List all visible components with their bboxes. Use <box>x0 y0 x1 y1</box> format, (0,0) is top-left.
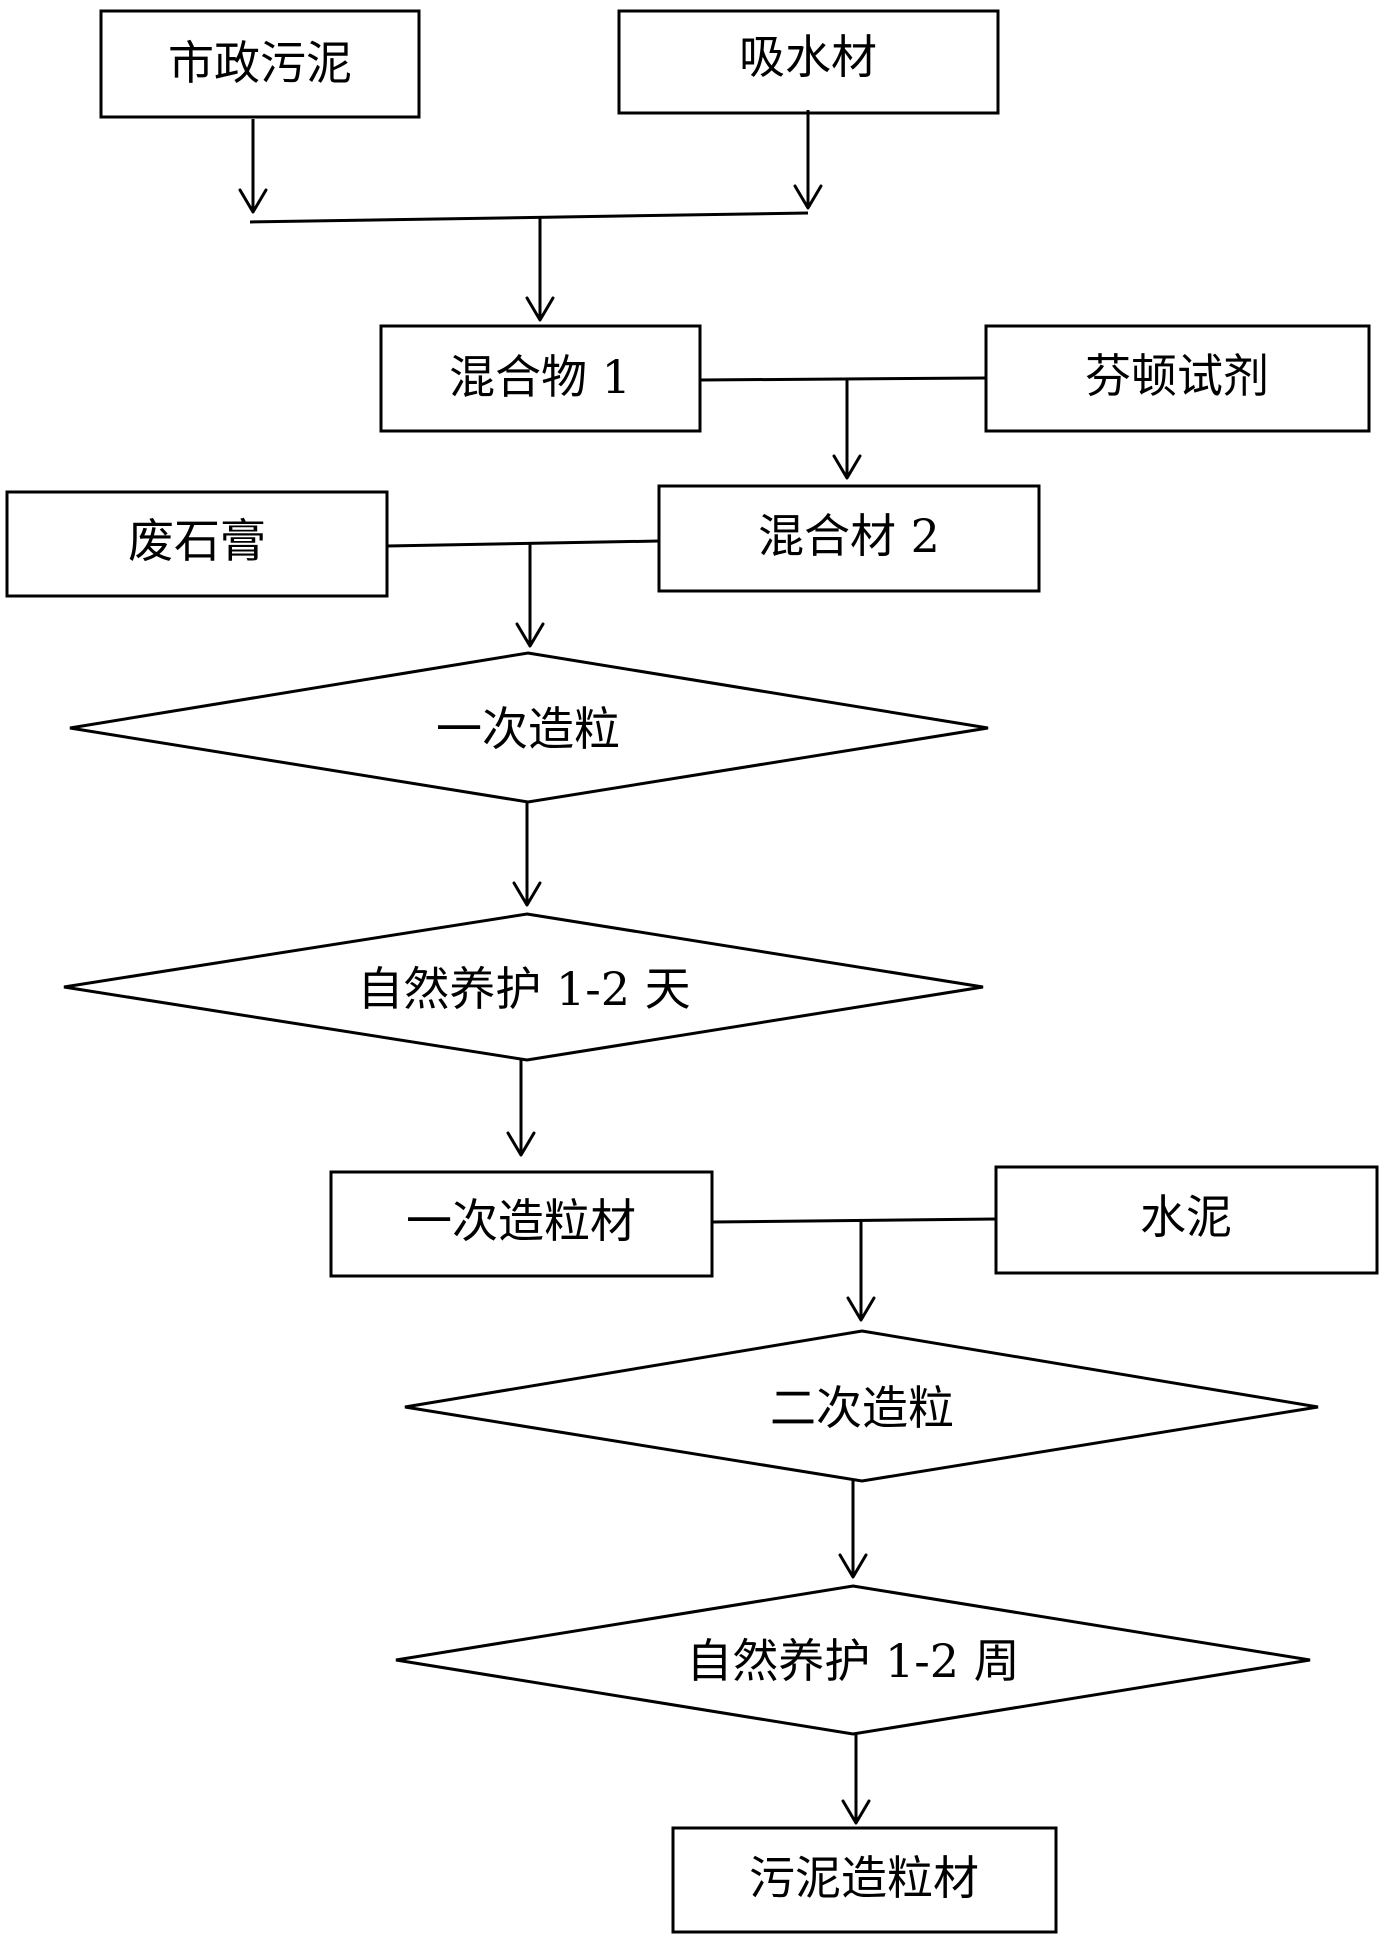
arrow-primary-granulation-to-curing-days <box>512 802 542 907</box>
node-water-absorbent-label: 吸水材 <box>739 30 877 84</box>
node-secondary-granulation-label: 二次造粒 <box>770 1381 954 1435</box>
node-mixture-1: 混合物 1 <box>379 324 702 433</box>
node-municipal-sludge: 市政污泥 <box>99 9 421 119</box>
node-mixed-material-2-label: 混合材 2 <box>758 509 940 563</box>
arrow-merge-to-mixture-1 <box>525 218 555 322</box>
node-primary-granulation-label: 一次造粒 <box>436 702 620 756</box>
node-primary-granulated-material: 一次造粒材 <box>329 1170 714 1278</box>
node-waste-gypsum: 废石膏 <box>5 490 389 598</box>
node-natural-curing-days: 自然养护 1-2 天 <box>63 912 984 1062</box>
merge-line-row1 <box>249 211 809 224</box>
node-water-absorbent: 吸水材 <box>617 9 1000 115</box>
merge-line-row-cement <box>711 1217 997 1224</box>
node-fenton-reagent-label: 芬顿试剂 <box>1085 349 1269 403</box>
arrow-water-absorbent-to-merge <box>793 110 823 210</box>
arrow-secondary-granulation-to-curing-weeks <box>838 1480 868 1579</box>
node-waste-gypsum-label: 废石膏 <box>128 514 266 568</box>
node-cement-label: 水泥 <box>1140 1190 1232 1244</box>
arrow-municipal-sludge-to-merge <box>238 119 268 214</box>
arrow-merge-to-secondary-granulation <box>846 1221 876 1322</box>
node-primary-granulation: 一次造粒 <box>69 651 989 804</box>
node-cement: 水泥 <box>994 1165 1379 1275</box>
arrow-curing-days-to-primary-material <box>506 1060 536 1157</box>
node-fenton-reagent: 芬顿试剂 <box>984 324 1371 433</box>
node-natural-curing-weeks-label: 自然养护 1-2 周 <box>686 1634 1019 1688</box>
node-mixture-1-label: 混合物 1 <box>449 350 631 404</box>
arrow-merge-to-mixed-material-2 <box>832 380 862 480</box>
node-natural-curing-days-label: 自然养护 1-2 天 <box>357 962 690 1016</box>
node-municipal-sludge-label: 市政污泥 <box>168 36 352 90</box>
merge-line-row3 <box>386 539 660 548</box>
arrow-merge-to-primary-granulation <box>515 544 545 648</box>
node-sludge-granulated-material-label: 污泥造粒材 <box>749 1851 979 1905</box>
arrow-curing-weeks-to-final <box>841 1734 871 1825</box>
node-natural-curing-weeks: 自然养护 1-2 周 <box>395 1584 1311 1736</box>
node-mixed-material-2: 混合材 2 <box>657 484 1041 593</box>
node-sludge-granulated-material: 污泥造粒材 <box>671 1826 1058 1934</box>
merge-line-row2 <box>699 376 987 382</box>
node-primary-granulated-material-label: 一次造粒材 <box>406 1194 636 1248</box>
node-secondary-granulation: 二次造粒 <box>404 1329 1319 1483</box>
